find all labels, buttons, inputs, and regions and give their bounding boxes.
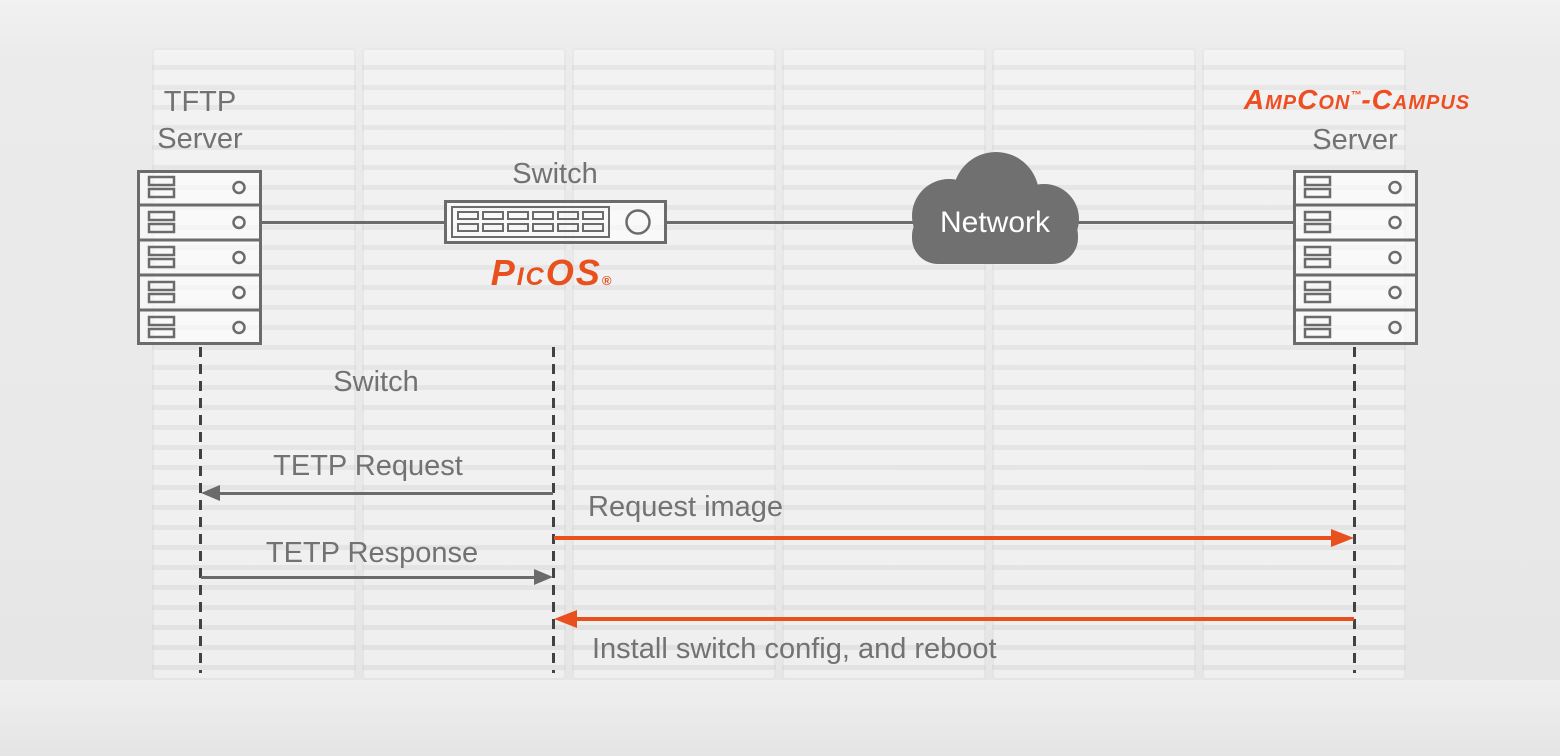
arrowhead-right-icon [1331, 529, 1354, 547]
arrow-shaft [574, 617, 1354, 621]
message-arrow-tetp-response [201, 569, 553, 585]
background-floor [0, 680, 1560, 756]
arrow-shaft [201, 576, 537, 579]
message-label-install-config: Install switch config, and reboot [592, 633, 997, 665]
network-label: Network [939, 206, 1051, 239]
background-rack-bay [572, 48, 776, 680]
ampcon-logo-text: AmpCon [1243, 84, 1351, 115]
ampcon-server-title: Server [1312, 124, 1398, 156]
picos-registered-mark: ® [601, 273, 614, 288]
lifeline-switch [552, 347, 555, 673]
picos-logo-text: PicOS [490, 252, 602, 293]
switch-icon [444, 200, 667, 249]
background-rack-bay [362, 48, 566, 680]
cloud-icon [897, 148, 1093, 269]
lifeline-ampcon-server [1353, 347, 1356, 673]
tftp-server-title-line1: TFTP [163, 86, 237, 118]
message-arrow-request-image [554, 529, 1354, 547]
tftp-server-title-line2: Server [157, 123, 243, 155]
ampcon-campus-logo: AmpCon™-Campus [1207, 84, 1507, 116]
message-arrow-install-config [554, 610, 1354, 628]
sequence-switch-label: Switch [333, 366, 419, 398]
message-label-tetp-response: TETP Response [265, 537, 479, 569]
server-rack-icon [1293, 170, 1418, 350]
lifeline-tftp-server [199, 347, 202, 673]
background-rack-bay [152, 48, 356, 680]
message-arrow-tetp-request [201, 485, 553, 501]
connection-line [262, 221, 444, 224]
tftp-server-title: TFTP Server [100, 84, 300, 158]
message-label-tetp-request: TETP Request [273, 450, 463, 482]
picos-logo: PicOS® [452, 252, 652, 294]
arrowhead-right-icon [534, 569, 553, 585]
message-label-request-image: Request image [588, 491, 784, 523]
ampcon-logo-suffix: -Campus [1361, 84, 1471, 115]
background-rack-bay [992, 48, 1196, 680]
switch-title: Switch [512, 158, 598, 190]
arrowhead-left-icon [554, 610, 577, 628]
arrow-shaft [217, 492, 553, 495]
arrowhead-left-icon [201, 485, 220, 501]
server-rack-icon [137, 170, 262, 350]
arrow-shaft [554, 536, 1334, 540]
background-rack-bay [782, 48, 986, 680]
ampcon-trademark-mark: ™ [1350, 89, 1362, 102]
background-rack-bay [1202, 48, 1406, 680]
